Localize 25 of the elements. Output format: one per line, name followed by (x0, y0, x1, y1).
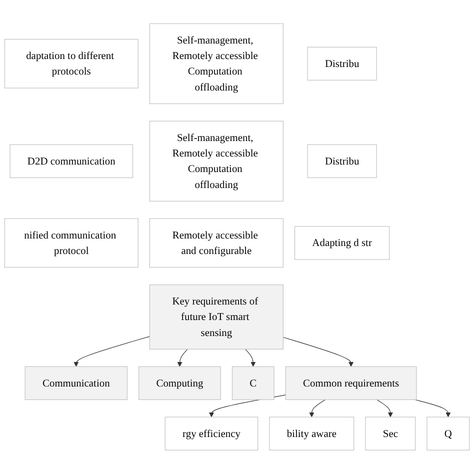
arrow (376, 399, 393, 418)
node-box: Self-management, Remotely accessible Computation offloading (149, 120, 284, 202)
node-box: Distribu (307, 46, 377, 81)
node-box: Distribu (307, 144, 377, 178)
arrow (282, 337, 354, 367)
node-box: Common requirements (285, 366, 417, 400)
arrow (309, 399, 326, 418)
arrow (74, 336, 150, 367)
node-box: Adapting d str (294, 226, 390, 260)
node-box: Q (426, 416, 470, 451)
arrow (414, 399, 451, 418)
node-box: nified communication protocol (4, 218, 138, 268)
node-box: Remotely accessible and configurable (149, 218, 284, 268)
node-box: Sec (365, 416, 416, 451)
node-box: Key requirements of future IoT smart sensing (149, 284, 284, 350)
arrow (245, 348, 256, 367)
node-box: Self-management, Remotely accessible Computation offloading (149, 23, 284, 104)
node-box: rgy efficiency (164, 416, 258, 451)
node-box: D2D communication (10, 144, 134, 178)
arrow (177, 348, 188, 367)
node-box: Computing (138, 366, 221, 400)
node-box: bility aware (269, 416, 354, 451)
node-box: C (232, 366, 274, 400)
node-box: daptation to different protocols (4, 39, 138, 88)
node-box: Communication (24, 366, 128, 400)
